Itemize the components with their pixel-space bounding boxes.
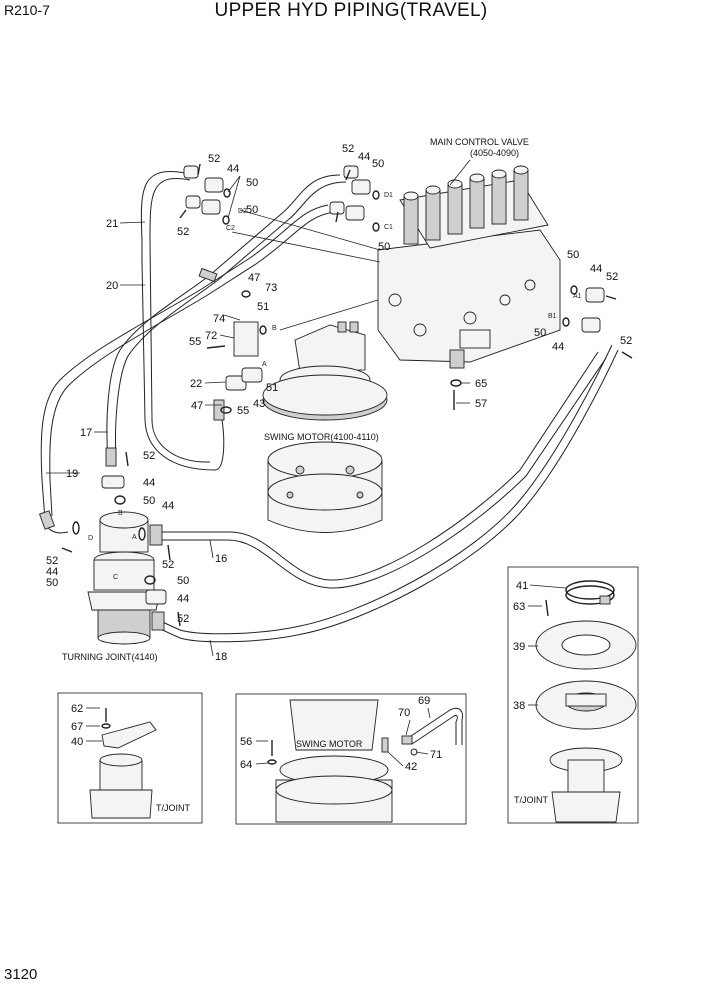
callout-51b: 51 [266, 382, 278, 394]
inset-drain-parts [267, 699, 463, 823]
port-b: B [272, 325, 277, 332]
swing-motor [262, 321, 388, 533]
callout-39: 39 [513, 641, 525, 653]
tjoint-right-label: T/JOINT [514, 795, 548, 805]
callout-44a: 44 [227, 163, 239, 175]
page-title: UPPER HYD PIPING(TRAVEL) [214, 0, 488, 21]
callout-69: 69 [418, 695, 430, 707]
callout-43: 43 [253, 398, 265, 410]
port-d1: D1 [384, 192, 393, 199]
port-a: A [262, 361, 267, 368]
callout-42: 42 [405, 761, 417, 773]
callout-19: 19 [66, 468, 78, 480]
callout-44f: 44 [162, 500, 174, 512]
inset-swing-motor-drain [235, 693, 467, 825]
callout-50g: 50 [143, 495, 155, 507]
callout-50b: 50 [246, 204, 258, 216]
hose-21 [140, 171, 225, 471]
callout-65: 65 [475, 378, 487, 390]
callout-74: 74 [213, 313, 225, 325]
callout-18: 18 [215, 651, 227, 663]
callout-50h: 50 [46, 577, 58, 589]
callout-67: 67 [71, 721, 83, 733]
callout-72: 72 [205, 330, 217, 342]
mcv-range-label: (4050-4090) [470, 148, 519, 158]
port-c2: C2 [226, 225, 235, 232]
callout-70: 70 [398, 707, 410, 719]
callout-62: 62 [71, 703, 83, 715]
callout-21: 21 [106, 218, 118, 230]
callout-52c: 52 [342, 143, 354, 155]
callout-51a: 51 [257, 301, 269, 313]
callout-52d: 52 [606, 271, 618, 283]
callout-leaders [46, 175, 470, 657]
model-code: R210-7 [4, 2, 50, 18]
inset-turning-joint-cover [507, 566, 639, 824]
callout-52g: 52 [162, 559, 174, 571]
callout-50a: 50 [246, 177, 258, 189]
port-b1: B1 [548, 313, 557, 320]
hose-20 [106, 174, 347, 461]
port-d2: D2 [238, 208, 247, 215]
hose-18 [157, 344, 619, 643]
turning-joint-label: TURNING JOINT(4140) [62, 652, 158, 662]
inset-turning-joint-stopper [57, 692, 203, 824]
tj-port-d: D [88, 535, 93, 542]
tj-port-c: C [113, 574, 118, 581]
callout-47b: 47 [191, 400, 203, 412]
callout-55b: 55 [237, 405, 249, 417]
callout-52i: 52 [177, 613, 189, 625]
callout-57: 57 [475, 398, 487, 410]
callout-44g: 44 [46, 566, 58, 578]
callout-52e: 52 [620, 335, 632, 347]
callout-44e: 44 [143, 477, 155, 489]
page-number: 3120 [4, 966, 38, 983]
callout-44c: 44 [590, 263, 602, 275]
inset-stopper-parts [89, 708, 157, 819]
callout-44d: 44 [552, 341, 564, 353]
mcv-label: MAIN CONTROL VALVE [430, 137, 529, 147]
tj-port-a: A [132, 534, 137, 541]
port-c1: C1 [384, 224, 393, 231]
callout-64: 64 [240, 759, 252, 771]
callout-38: 38 [513, 700, 525, 712]
swing-motor-label: SWING MOTOR(4100-4110) [264, 432, 379, 442]
callout-50f: 50 [534, 327, 546, 339]
tjoint-left-label: T/JOINT [156, 803, 190, 813]
callout-73: 73 [265, 282, 277, 294]
tj-port-b: B [118, 510, 123, 517]
callout-40: 40 [71, 736, 83, 748]
callout-16: 16 [215, 553, 227, 565]
turning-joint [87, 511, 161, 645]
callout-44b: 44 [358, 151, 370, 163]
inset-swing-motor-label: SWING MOTOR [296, 739, 363, 749]
callout-52b: 52 [177, 226, 189, 238]
callout-52f: 52 [143, 450, 155, 462]
hose-16 [158, 351, 607, 589]
callout-71: 71 [430, 749, 442, 761]
callout-22: 22 [190, 378, 202, 390]
callout-52a: 52 [208, 153, 220, 165]
inset-cover-parts [535, 580, 637, 823]
callout-50c: 50 [372, 158, 384, 170]
callout-20: 20 [106, 280, 118, 292]
callout-41: 41 [516, 580, 528, 592]
callout-47a: 47 [248, 272, 260, 284]
callout-numbers: 52 44 50 50 21 52 52 44 50 50 47 73 20 5… [46, 143, 632, 663]
port-a1: A1 [573, 293, 582, 300]
callout-63: 63 [513, 601, 525, 613]
callout-50e: 50 [567, 249, 579, 261]
callout-55a: 55 [189, 336, 201, 348]
callout-56: 56 [240, 736, 252, 748]
callout-50i: 50 [177, 575, 189, 587]
callout-17: 17 [80, 427, 92, 439]
main-control-valve [377, 165, 561, 369]
callout-50d: 50 [378, 241, 390, 253]
callout-52h: 52 [46, 555, 58, 567]
callout-44h: 44 [177, 593, 189, 605]
